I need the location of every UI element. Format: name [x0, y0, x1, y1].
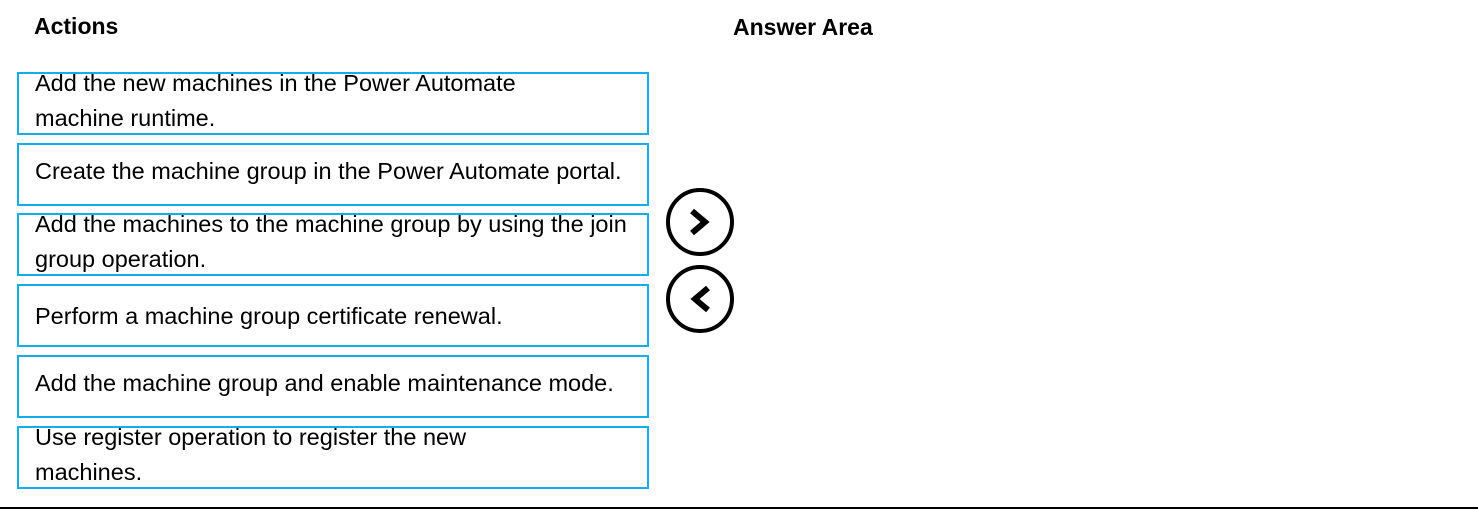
action-item[interactable]: Create the machine group in the Power Au…	[17, 143, 649, 206]
action-item-label: Use register operation to register the n…	[35, 423, 467, 485]
action-item[interactable]: Add the new machines in the Power Automa…	[17, 70, 649, 135]
action-item-label: Perform a machine group certificate rene…	[35, 303, 503, 329]
bottom-divider	[0, 507, 1478, 509]
action-item-label: Add the new machines in the Power Automa…	[35, 69, 516, 131]
action-item[interactable]: Use register operation to register the n…	[17, 424, 649, 489]
move-right-button[interactable]	[663, 185, 737, 259]
chevron-left-circle-icon	[666, 265, 734, 333]
action-item-label: Create the machine group in the Power Au…	[35, 158, 622, 184]
action-item-label: Add the machines to the machine group by…	[35, 210, 627, 272]
action-item[interactable]: Perform a machine group certificate rene…	[17, 284, 649, 347]
move-left-button[interactable]	[663, 262, 737, 336]
action-item[interactable]: Add the machine group and enable mainten…	[17, 355, 649, 418]
action-item[interactable]: Add the machines to the machine group by…	[17, 211, 649, 276]
answer-area-drop-zone[interactable]	[733, 72, 1453, 490]
action-item-label: Add the machine group and enable mainten…	[35, 370, 614, 396]
answer-area-heading: Answer Area	[733, 14, 873, 40]
chevron-right-circle-icon	[666, 188, 734, 256]
actions-heading: Actions	[34, 13, 119, 39]
